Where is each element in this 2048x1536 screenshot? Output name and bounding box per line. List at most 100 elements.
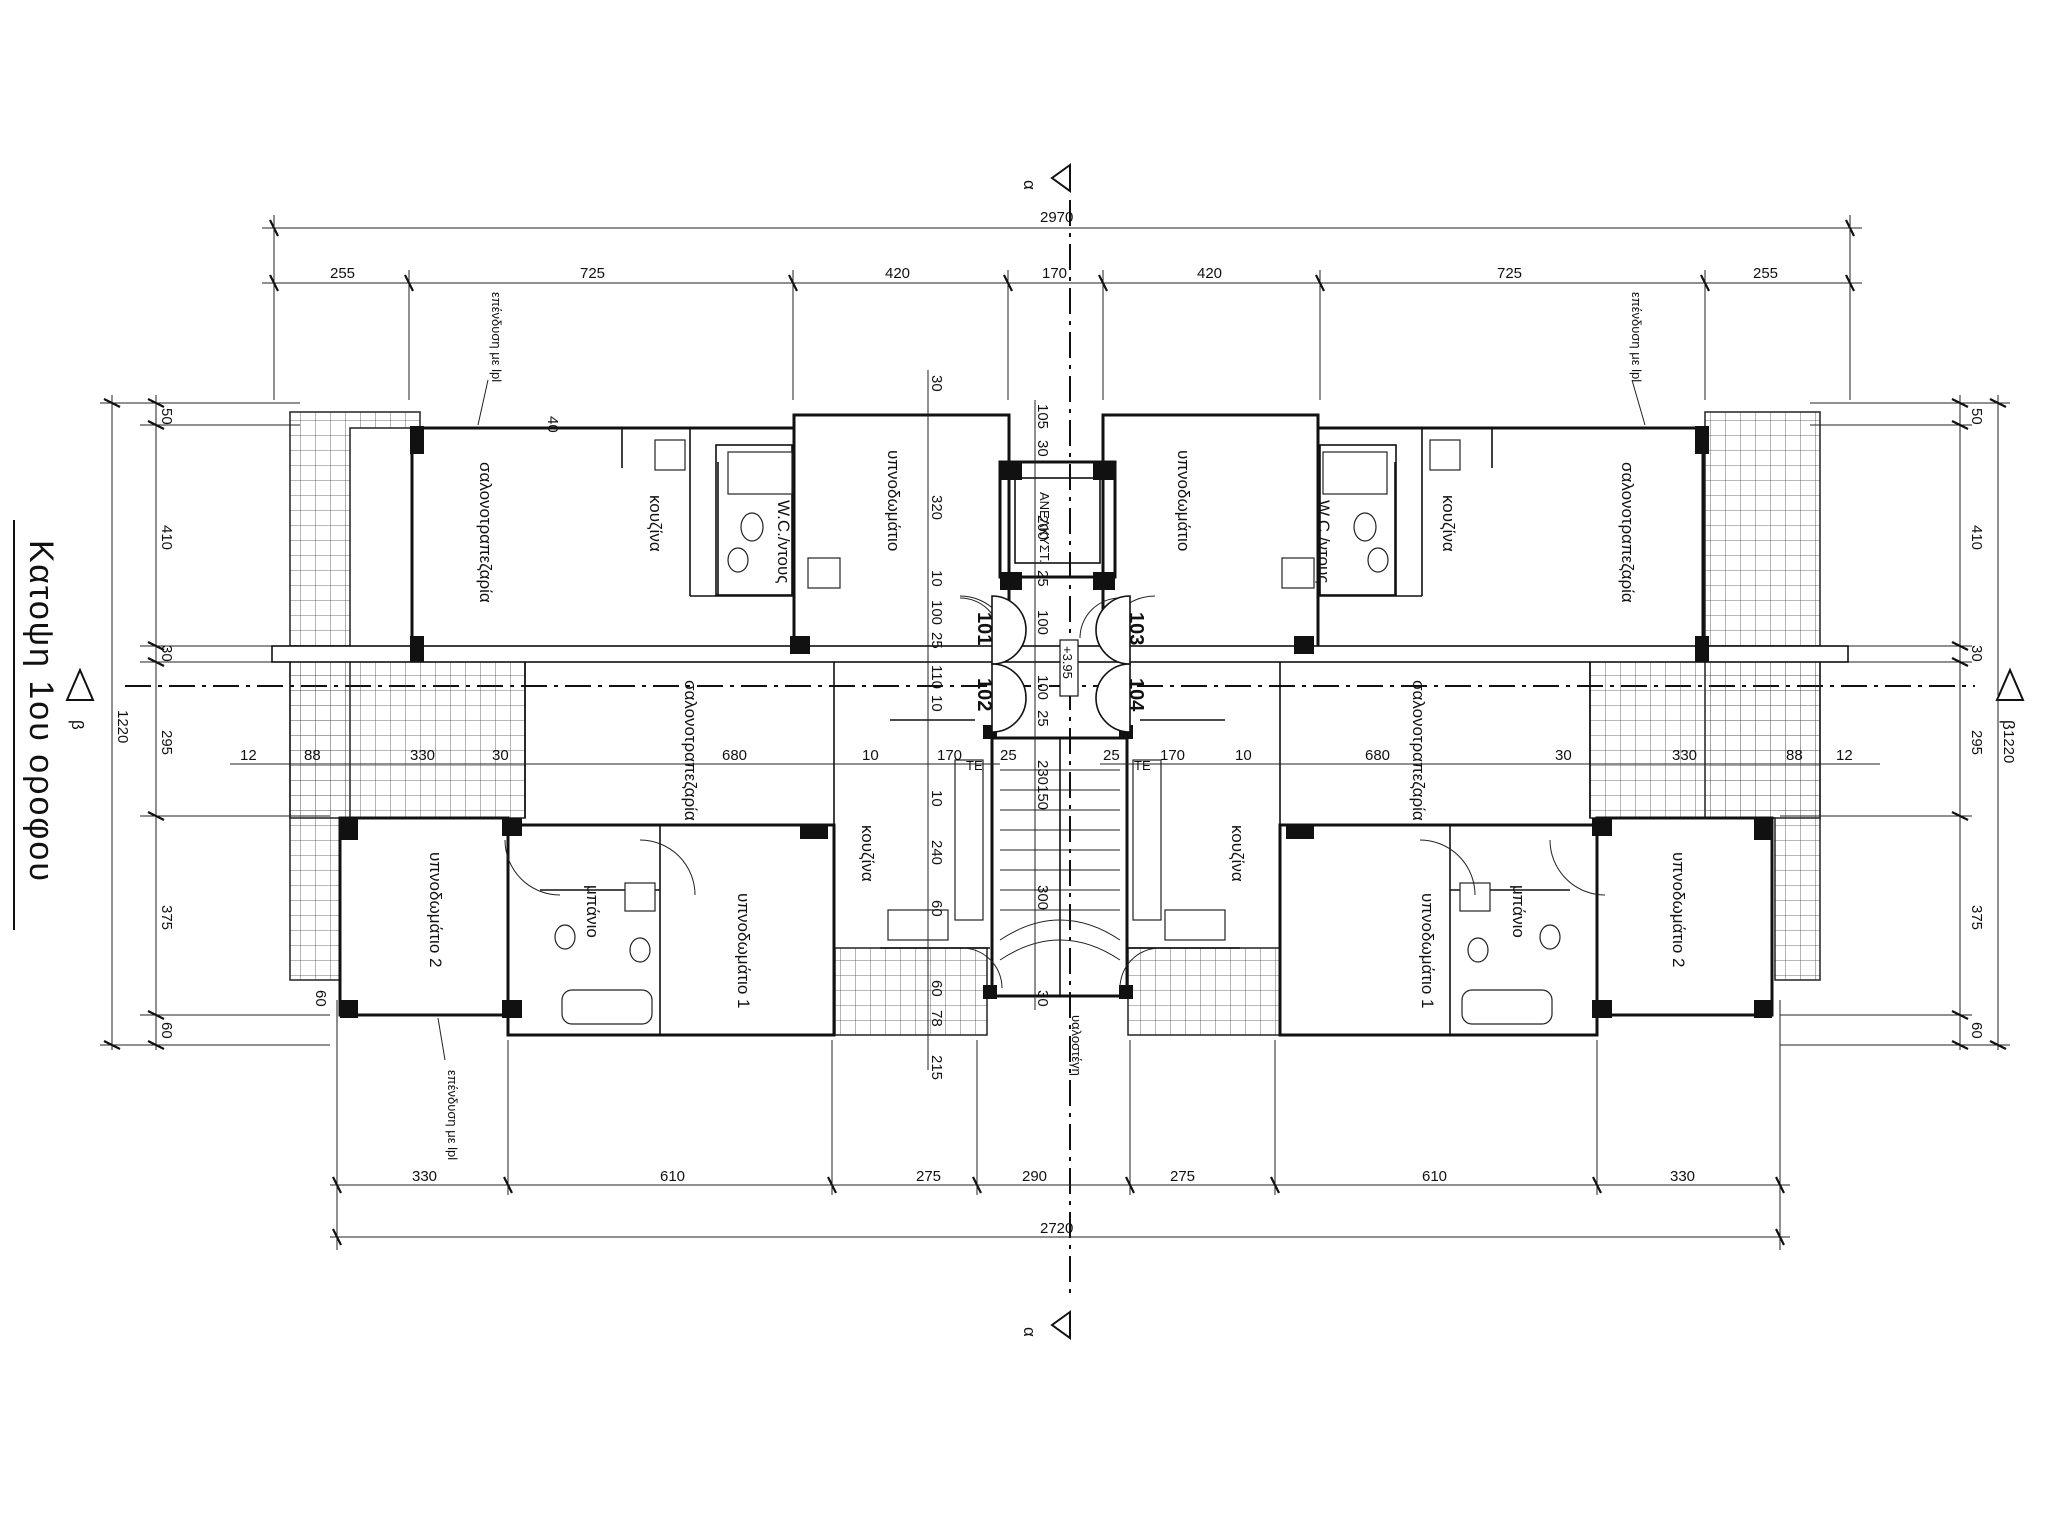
dim-right-1: 50 [1968, 408, 1985, 425]
svg-text:88: 88 [304, 747, 321, 764]
label-elevator: ΑΝΕΛΚΥΣΤ. [1037, 492, 1052, 563]
svg-text:25: 25 [928, 632, 945, 649]
dim-bottom-6: 610 [1422, 1168, 1447, 1185]
svg-text:105: 105 [1034, 404, 1051, 429]
label-bed2-se: υπνοδωμάτιο 2 [1669, 852, 1688, 967]
label-living-nw: σαλονοτραπεζαρία [476, 462, 495, 603]
svg-text:150: 150 [1034, 785, 1051, 810]
stair-core [990, 736, 1129, 998]
label-kitchen-se: κουζίνα [1228, 825, 1247, 882]
south-east-unit [1128, 662, 1774, 1037]
dim-bottom-5: 275 [1170, 1168, 1195, 1185]
svg-text:α: α [1020, 180, 1039, 190]
svg-text:104: 104 [1125, 678, 1147, 712]
svg-text:103: 103 [1125, 612, 1147, 645]
label-cladding-sw: επένδυση με lpl [445, 1070, 460, 1160]
svg-text:30: 30 [928, 375, 945, 392]
label-bed1-sw: υπνοδωμάτιο 1 [734, 893, 753, 1008]
label-living-sw: σαλονοτραπεζαρία [681, 680, 700, 821]
dim-bottom-4: 290 [1022, 1168, 1047, 1185]
balcony-south-center [834, 947, 1281, 1036]
svg-text:10: 10 [1235, 747, 1252, 764]
svg-text:25: 25 [1103, 747, 1120, 764]
unit-marker-103: 103 [1095, 595, 1147, 665]
row-dims-right: 25 170 10 680 30 330 88 12 [1100, 747, 1880, 765]
dim-right-4: 295 [1968, 730, 1985, 755]
svg-text:300: 300 [1034, 885, 1051, 910]
dim-top-5: 420 [1197, 265, 1222, 282]
label-living-ne: σαλονοτραπεζαρία [1618, 462, 1637, 603]
svg-text:215: 215 [928, 1055, 945, 1080]
svg-text:680: 680 [722, 747, 747, 764]
svg-text:60: 60 [312, 990, 329, 1007]
dim-top-4: 170 [1042, 265, 1067, 282]
svg-text:30: 30 [1555, 747, 1572, 764]
right-dimension-chain: 50 410 30 295 375 60 1220 [1780, 395, 2017, 1050]
label-bed-nw: υπνοδωμάτιο [884, 450, 903, 551]
svg-text:170: 170 [937, 747, 962, 764]
dim-top-7: 255 [1753, 265, 1778, 282]
label-wc-nw: W.C./ντους [774, 500, 793, 583]
svg-text:12: 12 [240, 747, 257, 764]
label-glass-roof: υαλοστέγη [1069, 1015, 1084, 1076]
svg-text:30: 30 [492, 747, 509, 764]
dim-right-3: 30 [1968, 645, 1985, 662]
label-kitchen-ne: κουζίνα [1439, 495, 1458, 552]
label-bed1-se: υπνοδωμάτιο 1 [1418, 893, 1437, 1008]
svg-text:100: 100 [928, 600, 945, 625]
dim-left-2: 410 [158, 525, 175, 550]
label-cladding-nw: επένδυση με lpl [489, 292, 504, 382]
dim-left-5: 375 [158, 905, 175, 930]
unit-marker-101: 101 [973, 595, 1027, 665]
svg-text:Κατοψη 1ου οροφου: Κατοψη 1ου οροφου [22, 540, 60, 883]
dim-bottom-3: 275 [916, 1168, 941, 1185]
svg-text:30: 30 [1034, 990, 1051, 1007]
dim-bottom-7: 330 [1670, 1168, 1695, 1185]
svg-text:12: 12 [1836, 747, 1853, 764]
wc-fixtures-north-west [727, 451, 841, 589]
svg-text:25: 25 [1000, 747, 1017, 764]
structural-columns [340, 426, 1772, 1018]
dim-top-3: 420 [885, 265, 910, 282]
room-labels: σαλονοτραπεζαρία σαλονοτραπεζαρία σαλονο… [426, 292, 1688, 1160]
label-ref-w: ΤΕ [966, 758, 983, 773]
unit-marker-102: 102 [973, 663, 1027, 733]
svg-text:680: 680 [1365, 747, 1390, 764]
svg-text:β: β [68, 720, 87, 730]
label-bed-ne: υπνοδωμάτιο [1174, 450, 1193, 551]
row-dims-left: 12 88 330 30 680 10 170 25 [230, 747, 1017, 765]
label-bath-se: μπάνιο [1509, 885, 1528, 938]
label-bath-sw: μπάνιο [583, 885, 602, 938]
label-cladding-ne: επένδυση με lpl [1629, 292, 1644, 382]
bath-fixtures-south-west [554, 882, 656, 1025]
svg-text:110: 110 [928, 665, 945, 689]
dim-left-3: 30 [158, 645, 175, 662]
dim-right-5: 375 [1968, 905, 1985, 930]
dim-top-1: 255 [330, 265, 355, 282]
svg-text:40: 40 [544, 416, 561, 433]
kitchen-fixtures [654, 439, 1461, 941]
label-bed2-sw: υπνοδωμάτιο 2 [426, 852, 445, 967]
svg-text:240: 240 [928, 840, 945, 865]
label-kitchen-sw: κουζίνα [858, 825, 877, 882]
svg-text:β: β [1999, 720, 2018, 730]
label-wc-ne: W.C./ντους [1314, 500, 1333, 583]
svg-text:170: 170 [1160, 747, 1185, 764]
drawing-title: Κατοψη 1ου οροφου [13, 520, 60, 930]
svg-text:60: 60 [928, 980, 945, 997]
section-mark-top: α [1020, 163, 1071, 193]
svg-text:230: 230 [1034, 760, 1051, 785]
label-ref-e: ΤΕ [1134, 758, 1151, 773]
svg-text:α: α [1020, 1327, 1039, 1337]
dim-left-total: 1220 [114, 710, 131, 743]
level-marker: +3.95 [1059, 639, 1079, 697]
svg-text:25: 25 [1034, 710, 1051, 727]
bath-fixtures-south-east [1459, 882, 1561, 1025]
unit-marker-104: 104 [1095, 663, 1147, 733]
svg-text:330: 330 [1672, 747, 1697, 764]
dim-top-total: 2970 [1040, 209, 1073, 226]
svg-text:10: 10 [928, 570, 945, 587]
svg-text:30: 30 [1034, 440, 1051, 457]
dim-left-1: 50 [158, 408, 175, 425]
